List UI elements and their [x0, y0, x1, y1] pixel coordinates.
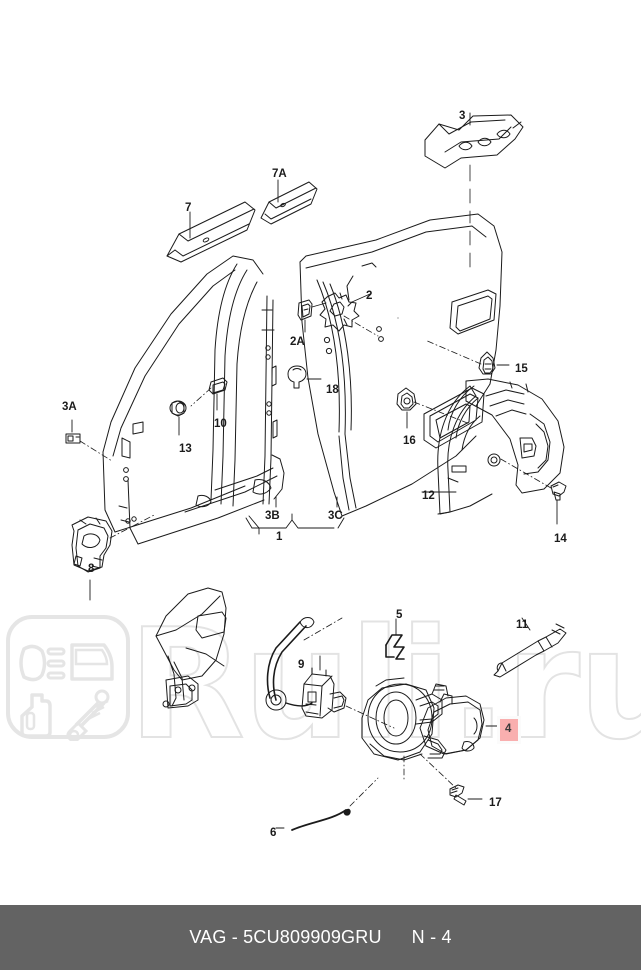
callout-label-7[interactable]: 7	[185, 202, 192, 214]
part-17-screw	[449, 784, 467, 806]
part-3B-body-side	[102, 255, 285, 545]
callout-label-2A[interactable]: 2A	[290, 336, 305, 348]
part-11-bolt	[493, 623, 567, 678]
part-9-lock-actuator	[301, 667, 347, 719]
part-18-grommet	[287, 365, 307, 389]
footer-bar: VAG - 5CU809909GRU N - 4	[0, 905, 641, 970]
callout-label-8[interactable]: 8	[88, 563, 95, 575]
part-7-roof-trim	[166, 201, 256, 263]
callout-label-3B[interactable]: 3B	[265, 510, 280, 522]
callout-label-4: 4	[505, 723, 512, 735]
part-3-roof-rail-trim	[424, 114, 524, 169]
part-number-text: VAG - 5CU809909GRU	[189, 927, 382, 947]
part-2-bracket	[319, 292, 360, 332]
callout-label-15[interactable]: 15	[515, 363, 528, 375]
callout-label-9[interactable]: 9	[298, 659, 305, 671]
callout-label-10[interactable]: 10	[214, 418, 227, 430]
callout-label-16[interactable]: 16	[403, 435, 416, 447]
part-4-fuel-filler-housing	[361, 677, 485, 761]
callout-label-7A[interactable]: 7A	[272, 168, 287, 180]
part-16-clip	[396, 387, 417, 411]
callout-label-6[interactable]: 6	[270, 827, 277, 839]
page-reference-text: N - 4	[411, 927, 452, 947]
callout-label-11[interactable]: 11	[516, 619, 529, 631]
callout-label-3A[interactable]: 3A	[62, 401, 77, 413]
part-5-spring-clip	[385, 634, 405, 660]
callout-label-18[interactable]: 18	[326, 384, 339, 396]
part-8-reinforcement	[71, 516, 113, 573]
part-inner-wheel-house	[155, 587, 227, 709]
callout-label-2[interactable]: 2	[366, 290, 373, 302]
part-3A-clip	[65, 433, 81, 444]
callout-label-3[interactable]: 3	[459, 110, 466, 122]
part-13-grommet	[169, 400, 187, 417]
callout-label-1[interactable]: 1	[276, 531, 283, 543]
callout-label-12[interactable]: 12	[422, 490, 435, 502]
callout-label-5[interactable]: 5	[396, 609, 403, 621]
part-2A-clip	[297, 299, 313, 321]
callout-label-13[interactable]: 13	[179, 443, 192, 455]
callout-label-3C[interactable]: 3C	[328, 510, 343, 522]
part-12-wheel-arch-liner	[437, 378, 565, 515]
part-3C-quarter-panel	[299, 213, 503, 517]
callout-highlight-4[interactable]: 4	[497, 716, 521, 744]
part-15-clip	[478, 351, 496, 375]
callout-label-14[interactable]: 14	[554, 533, 567, 545]
exploded-parts-drawing	[65, 112, 567, 831]
callout-label-17[interactable]: 17	[489, 797, 502, 809]
part-14-clip	[550, 481, 567, 501]
part-6-cable	[291, 809, 347, 831]
group-bracket-1	[245, 513, 345, 535]
part-7A-roof-trim-short	[260, 181, 318, 225]
